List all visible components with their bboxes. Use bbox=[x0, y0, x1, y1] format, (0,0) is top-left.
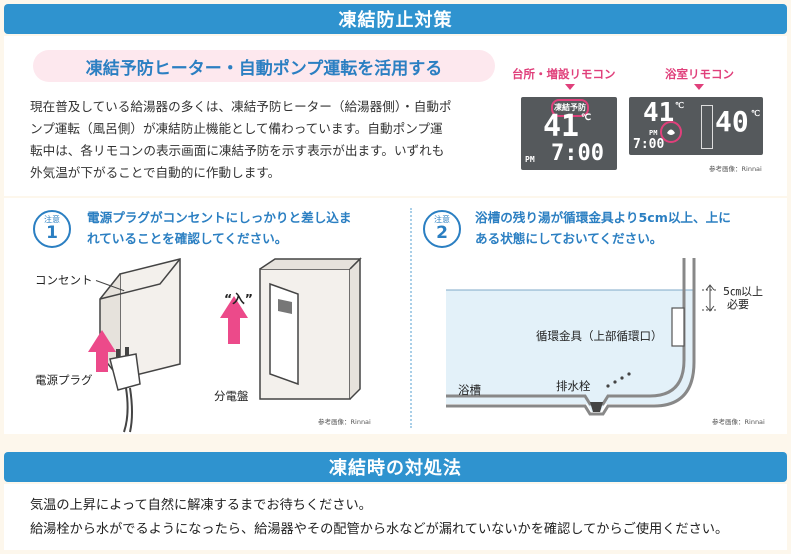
outlet-panel-illustration bbox=[88, 257, 362, 433]
kitchen-temp: 41 bbox=[543, 109, 580, 144]
kitchen-pm: PM bbox=[525, 155, 535, 164]
section-header-freeze-prevention: 凍結防止対策 bbox=[4, 4, 787, 34]
note1-line: れていることを確認してください。 bbox=[87, 231, 288, 246]
label-bathtub: 浴槽 bbox=[458, 383, 481, 397]
label-5cm: 5㎝以上 必要 bbox=[723, 285, 763, 311]
note2-badge: 注意 2 bbox=[423, 210, 461, 248]
intro-line: ンプ運転（風呂側）が凍結防止機能として備わっています。自動ポンプ運 bbox=[30, 121, 443, 136]
note2-text: 浴槽の残り湯が循環金具より5cm以上、上に ある状態にしておいてください。 bbox=[475, 207, 731, 249]
kitchen-remote-screen: 凍結予防 41 ℃ PM 7:00 bbox=[521, 97, 617, 170]
level-gauge bbox=[701, 105, 713, 149]
note1-text: 電源プラグがコンセントにしっかりと差し込ま れていることを確認してください。 bbox=[87, 207, 351, 249]
section-title: 凍結防止対策 bbox=[338, 10, 453, 31]
section-header-freeze-response: 凍結時の対処法 bbox=[4, 452, 787, 482]
divider bbox=[410, 208, 412, 428]
kitchen-unit: ℃ bbox=[581, 113, 592, 123]
note1-badge-small: 注意 bbox=[44, 215, 60, 224]
note2-line: 浴槽の残り湯が循環金具より5cm以上、上に bbox=[475, 210, 731, 225]
bath-unit: ℃ bbox=[675, 101, 684, 110]
freeze-badge: 凍結予防 bbox=[551, 99, 589, 117]
kitchen-arrow-icon bbox=[565, 84, 575, 90]
intro-line: 外気温が下がることで自動的に作動します。 bbox=[30, 165, 281, 180]
bath-arrow-icon bbox=[694, 84, 704, 90]
note2-badge-small: 注意 bbox=[434, 215, 450, 224]
note1-line: 電源プラグがコンセントにしっかりと差し込ま bbox=[87, 210, 352, 225]
bath-remote-screen: 41 ℃ PM 7:00 40 ℃ bbox=[629, 97, 763, 155]
note2-line: ある状態にしておいてください。 bbox=[475, 231, 663, 246]
subheading-pill: 凍結予防ヒーター・自動ポンプ運転を活用する bbox=[33, 50, 495, 82]
label-5cm-line1: 5㎝以上 bbox=[723, 285, 763, 298]
note1-badge-num: 1 bbox=[46, 223, 58, 243]
bathtub-illustration bbox=[446, 258, 718, 416]
label-panel: 分電盤 bbox=[214, 389, 249, 403]
bath-unit2: ℃ bbox=[751, 109, 760, 118]
label-5cm-line2: 必要 bbox=[727, 298, 749, 311]
label-plug: 電源プラグ bbox=[35, 373, 93, 387]
intro-paragraph: 現在普及している給湯器の多くは、凍結予防ヒーター（給湯器側）・自動ポ ンプ運転（… bbox=[30, 96, 500, 184]
note1-credit: 参考画像：Rinnai bbox=[318, 418, 371, 426]
bath-temp2: 40 bbox=[715, 105, 749, 138]
kitchen-remote-label: 台所・増設リモコン bbox=[512, 67, 616, 81]
note2-credit: 参考画像：Rinnai bbox=[712, 418, 765, 426]
note1-badge: 注意 1 bbox=[33, 210, 71, 248]
label-drain: 排水栓 bbox=[556, 379, 591, 393]
label-circulation-fitting: 循環金具（上部循環口） bbox=[536, 329, 663, 343]
intro-line: 現在普及している給湯器の多くは、凍結予防ヒーター（給湯器側）・自動ポ bbox=[30, 99, 452, 114]
footer-line: 気温の上昇によって自然に解凍するまでお待ちください。 bbox=[30, 498, 372, 513]
kitchen-time: 7:00 bbox=[551, 141, 604, 166]
note2-badge-num: 2 bbox=[436, 223, 448, 243]
label-outlet: コンセント bbox=[35, 273, 93, 287]
label-on: “入” bbox=[224, 291, 253, 306]
footer-line: 給湯栓から水がでるようになったら、給湯器やその配管から水などが漏れていないかを確… bbox=[30, 522, 729, 537]
intro-line: 転中は、各リモコンの表示画面に凍結予防を示す表示が出ます。いずれも bbox=[30, 143, 445, 158]
bath-remote-label: 浴室リモコン bbox=[665, 67, 734, 81]
subheading-text: 凍結予防ヒーター・自動ポンプ運転を活用する bbox=[85, 58, 443, 79]
footer-panel bbox=[4, 484, 787, 550]
bath-pm: PM bbox=[649, 129, 658, 137]
freeze-pump-icon bbox=[660, 121, 682, 143]
footer-title: 凍結時の対処法 bbox=[329, 458, 462, 479]
bath-time: 7:00 bbox=[633, 137, 665, 152]
remote-credit: 参考画像：Rinnai bbox=[709, 165, 762, 173]
